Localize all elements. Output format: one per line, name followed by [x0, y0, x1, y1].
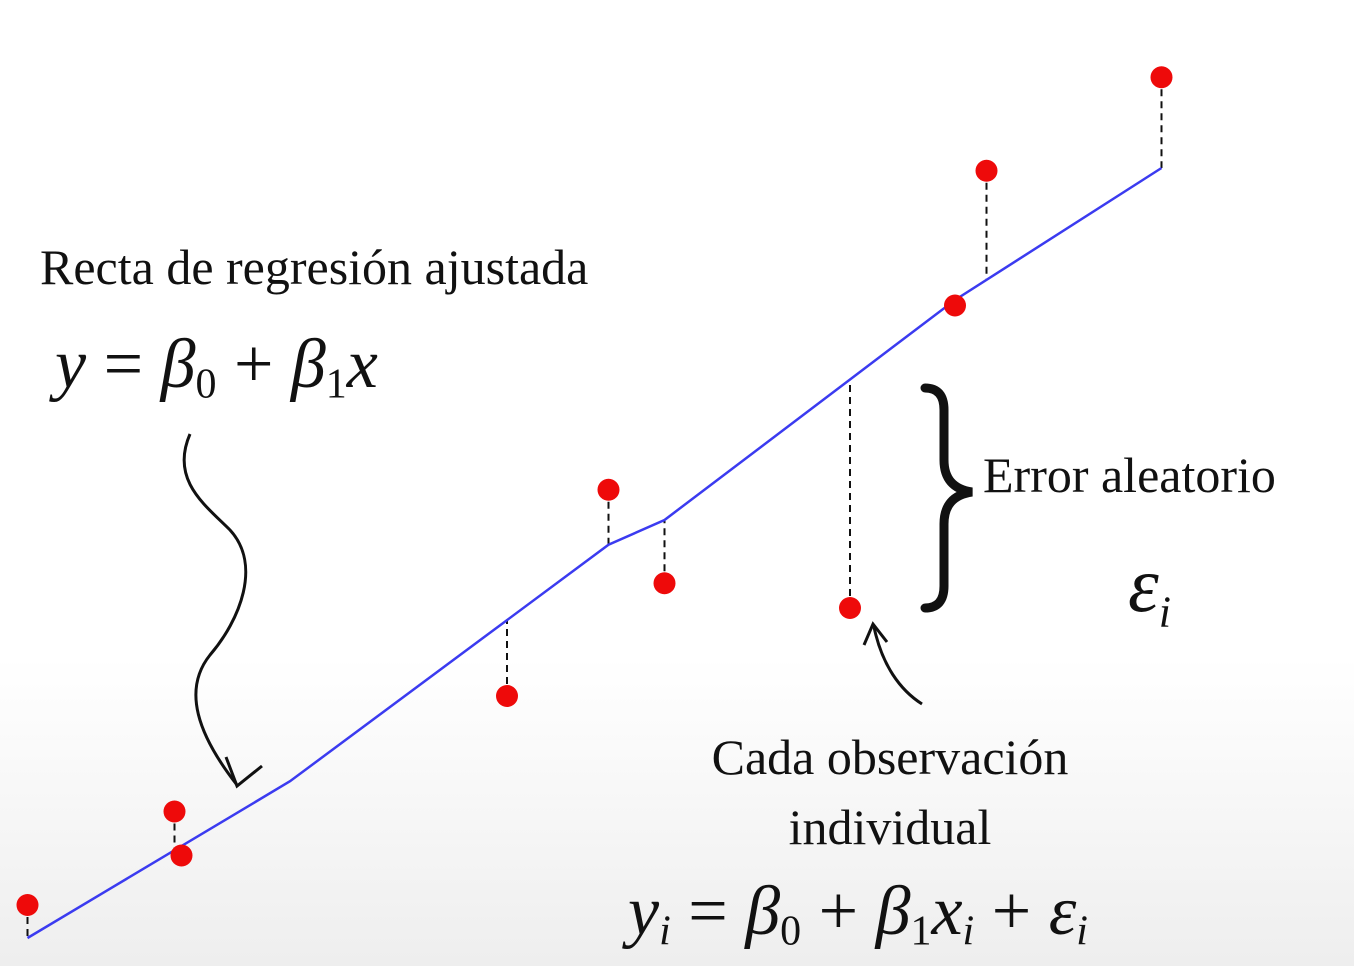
data-point-10 [1150, 66, 1173, 89]
data-point-7 [839, 597, 861, 619]
fitted-regression-line [26, 166, 1163, 940]
observation-label: Cada observación individual [711, 729, 1069, 855]
fitted-line-label: Recta de regresión ajustada [40, 239, 589, 295]
data-point-3 [170, 844, 193, 867]
data-point-1 [16, 894, 39, 916]
data-point-2 [163, 800, 186, 823]
fitted-line-equation: y = β0 + β1x [55, 326, 378, 408]
observation-arrow-curve [872, 626, 923, 706]
random-error-label: Error aleatorio [983, 447, 1276, 503]
error-symbol: εi [1128, 541, 1171, 637]
error-brace [920, 383, 973, 613]
observation-arrow-head [862, 621, 889, 646]
observation-equation: yi = β0 + β1xi + εi [628, 873, 1088, 955]
data-point-6 [653, 572, 676, 595]
data-point-9 [975, 159, 998, 182]
data-point-8 [944, 294, 966, 317]
observation-points [16, 66, 1173, 916]
data-point-5 [597, 478, 620, 501]
fit-arrow-curve [182, 433, 248, 786]
fit-arrow-head [224, 756, 263, 789]
data-point-4 [496, 685, 518, 707]
